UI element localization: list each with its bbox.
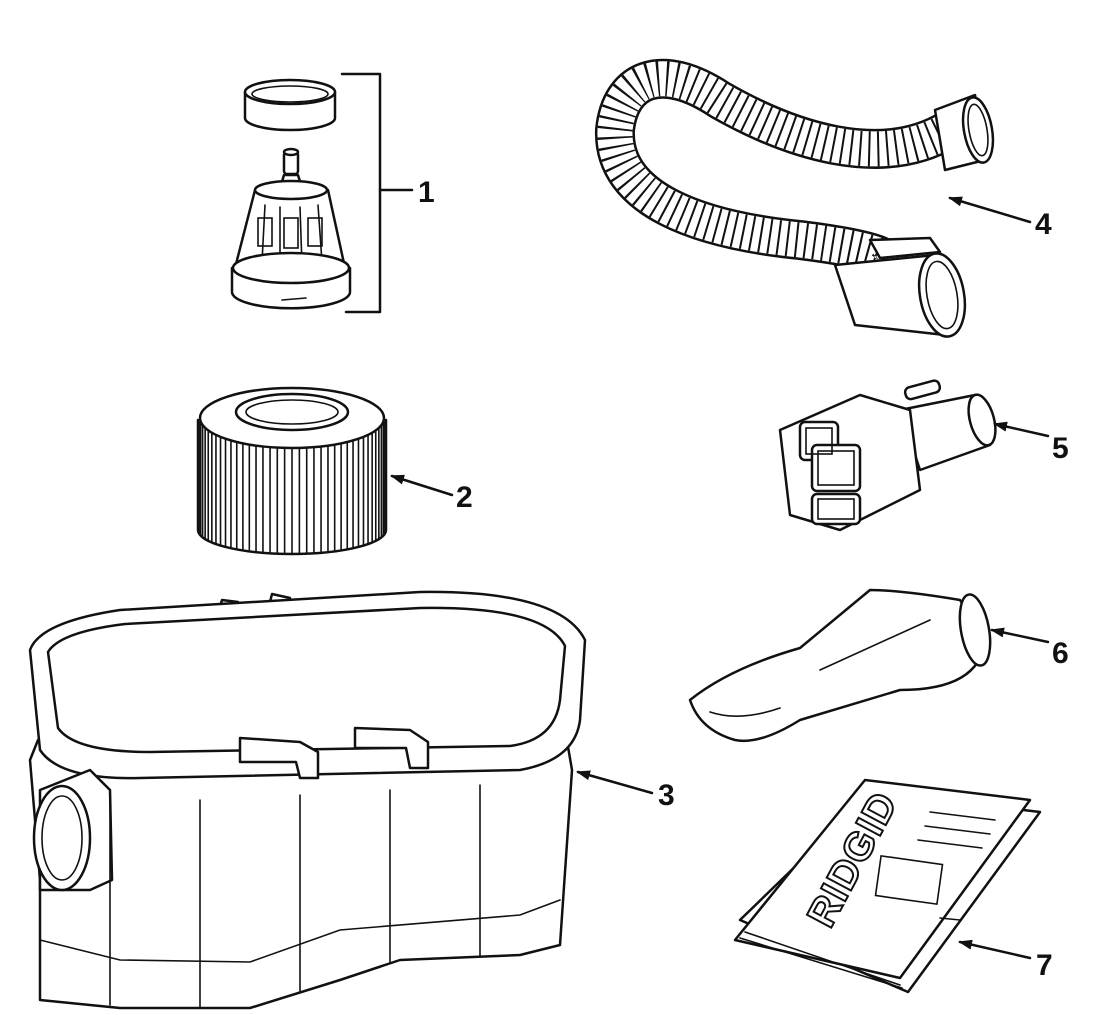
callout-6: 6 bbox=[1052, 637, 1069, 670]
part-5-utility-nozzle: 5 bbox=[778, 379, 1069, 532]
filter-cage bbox=[230, 147, 352, 310]
filter-pleats bbox=[197, 419, 387, 555]
part-3-drum: 3 bbox=[28, 590, 675, 1010]
callout-7: 7 bbox=[1036, 949, 1053, 982]
callout-5: 5 bbox=[1052, 432, 1069, 465]
part-4-hose: 4 bbox=[595, 58, 1052, 338]
part-2-pleated-filter: 2 bbox=[196, 386, 473, 556]
callout-4: 4 bbox=[1035, 208, 1052, 241]
callout-1: 1 bbox=[418, 176, 435, 209]
inlet-port bbox=[32, 768, 114, 892]
callout-3: 3 bbox=[658, 779, 675, 812]
retainer-ring bbox=[243, 78, 337, 132]
part-6-crevice-tool: 6 bbox=[688, 588, 1069, 742]
part-1-filter-cage: 1 bbox=[230, 72, 435, 314]
part-7-owners-manual: RIDGID 7 bbox=[733, 778, 1053, 994]
callout-2: 2 bbox=[456, 481, 473, 514]
